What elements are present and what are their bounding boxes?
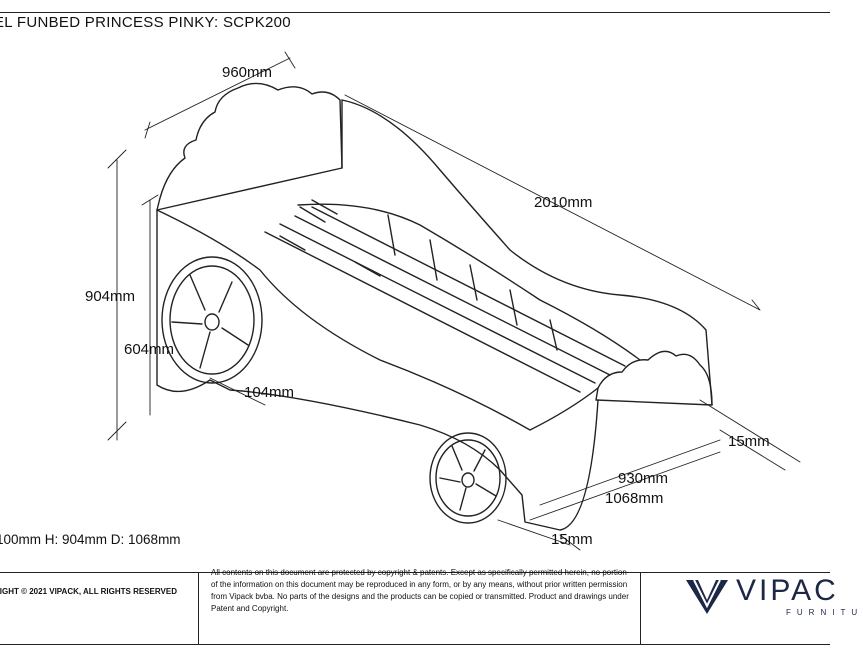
drawing-sheet (0, 12, 830, 645)
dimension-lines (107, 51, 801, 551)
front-panel (156, 209, 599, 531)
dimension-outer-width: 1068mm (605, 490, 664, 507)
dimension-height: 904mm (85, 288, 136, 305)
footboard (595, 350, 713, 406)
copyright-notice: RIGHT © 2021 VIPACK, ALL RIGHTS RESERVED (0, 587, 177, 596)
dimension-length: 2010mm (534, 194, 593, 211)
footer-divider-left (198, 572, 199, 644)
back-rail (341, 99, 713, 406)
logo-wordmark: VIPAC (736, 574, 839, 607)
front-panel-top (156, 209, 599, 431)
vipack-logo: VIPAC FURNITU (684, 572, 857, 622)
front-wheel (429, 432, 507, 524)
slat (387, 214, 558, 351)
footer-border (0, 572, 830, 573)
rear-wheel (161, 256, 263, 384)
page-title: EL FUNBED PRINCESS PINKY: SCPK200 (0, 14, 291, 31)
footer-divider-right (640, 572, 641, 644)
headboard (156, 82, 343, 211)
dimensions-summary: 100mm H: 904mm D: 1068mm (0, 532, 181, 547)
dimension-inner-width: 930mm (618, 470, 669, 487)
dimension-edge-back: 15mm (728, 433, 770, 450)
inner-back (297, 203, 641, 361)
dimension-side-height: 604mm (124, 341, 175, 358)
top-border (0, 12, 830, 13)
vipack-logo-icon (686, 579, 728, 614)
dimension-wheel-offset: 104mm (244, 384, 295, 401)
logo-subtitle: FURNITU (786, 608, 863, 617)
dimension-width: 960mm (222, 64, 273, 81)
bottom-border (0, 644, 830, 645)
dimension-edge-front: 15mm (551, 531, 593, 548)
slat (264, 206, 626, 393)
legal-text: All contents on this document are protec… (211, 568, 629, 613)
bed-drawing (107, 51, 801, 551)
slat (279, 199, 381, 277)
